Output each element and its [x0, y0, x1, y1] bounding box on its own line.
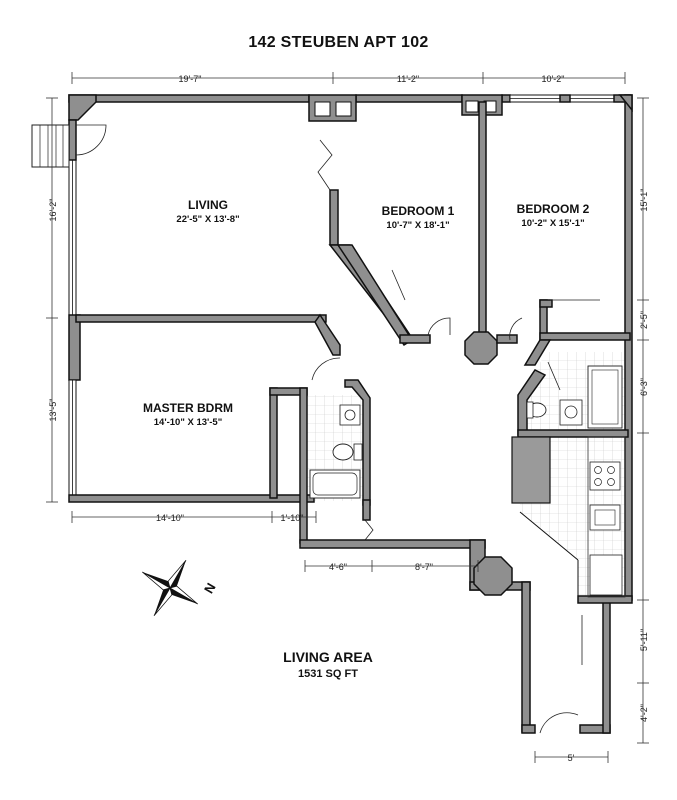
room-master-name: MASTER BDRM — [143, 401, 233, 415]
room-bedroom2-dims: 10'-2" X 15'-1" — [521, 218, 584, 229]
dim-top-3: 10'-2" — [542, 74, 565, 84]
room-living-name: LIVING — [188, 198, 228, 212]
dim-right-5: 4'-2" — [639, 704, 649, 722]
doors — [75, 124, 600, 734]
room-living-dims: 22'-5" X 13'-8" — [176, 214, 239, 225]
dim-right-2: 2'-5" — [639, 311, 649, 329]
plan-title: 142 STEUBEN APT 102 — [248, 34, 429, 51]
dim-left-1: 16'-2" — [48, 199, 58, 222]
compass-rose-icon — [142, 560, 198, 616]
fixtures — [31, 124, 623, 596]
dim-left-2: 13'-5" — [48, 399, 58, 422]
dim-top-2: 11'-2" — [397, 74, 419, 84]
room-bedroom1-name: BEDROOM 1 — [382, 204, 455, 218]
dim-right-4: 5'-11" — [639, 629, 649, 651]
dim-bottom-1: 14'-10" — [156, 513, 184, 523]
dim-hall-2: 8'-7" — [415, 562, 433, 572]
dim-right-3: 6'-3" — [639, 378, 649, 396]
living-area-title: LIVING AREA — [283, 649, 373, 665]
dim-top-1: 19'-7" — [179, 74, 202, 84]
dim-right-1: 15'-1" — [639, 189, 649, 212]
dim-entry: 5' — [568, 753, 575, 763]
room-bedroom2-name: BEDROOM 2 — [517, 202, 590, 216]
compass-north-label: N — [201, 580, 219, 596]
dim-bottom-2: 1'-10" — [281, 513, 304, 523]
room-master-dims: 14'-10" X 13'-5" — [154, 417, 222, 428]
dimension-lines — [46, 72, 649, 763]
room-bedroom1-dims: 10'-7" X 18'-1" — [386, 220, 449, 231]
walls — [68, 94, 633, 734]
living-area-value: 1531 SQ FT — [298, 668, 358, 680]
dim-hall-1: 4'-6" — [329, 562, 347, 572]
